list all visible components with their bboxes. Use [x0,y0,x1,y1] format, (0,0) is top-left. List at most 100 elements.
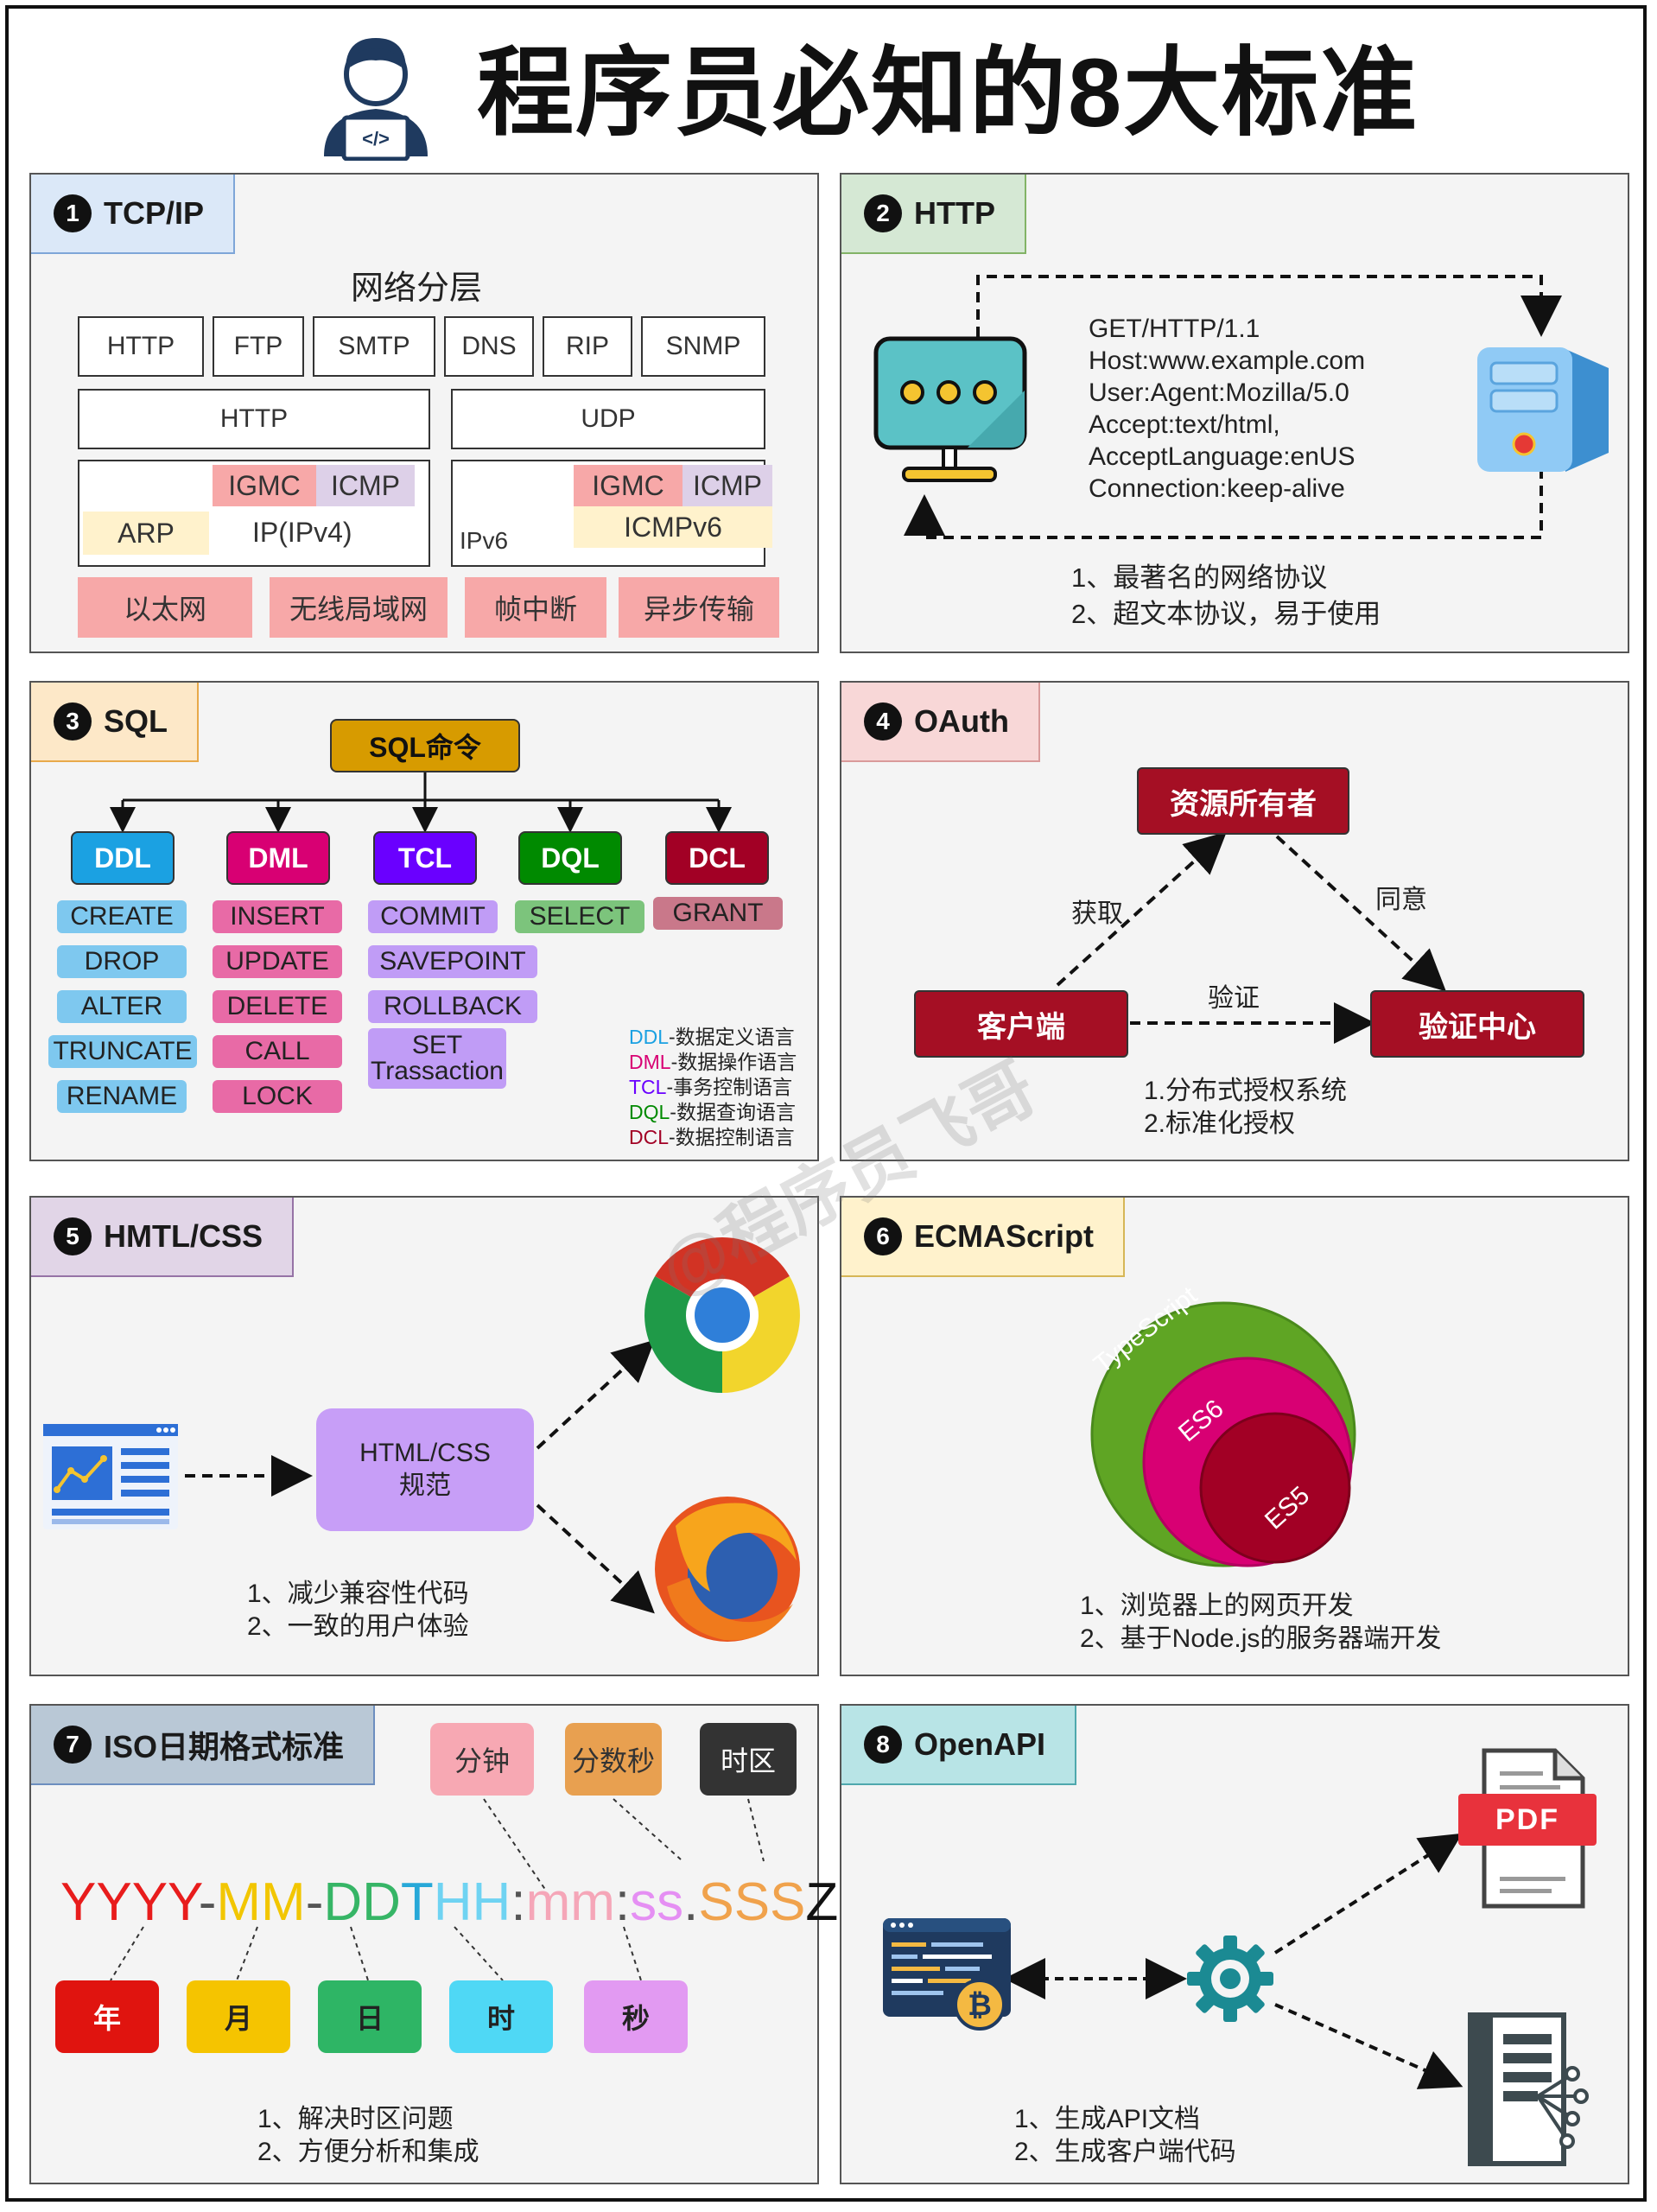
iso-format-segment: YYYY [60,1872,199,1932]
programmer-icon: </> [324,38,428,161]
ecma-notes: 1、浏览器上的网页开发 2、基于Node.js的服务器端开发 [1080,1590,1441,1656]
iso-format-segment: . [683,1872,699,1932]
request-line: User:Agent:Mozilla/5.0 [1089,378,1349,407]
panel-sql: 3 SQL SQL命令 DDL DML TCL DQL DCL CREATE D… [29,681,819,1161]
section-title: SQL [104,703,168,739]
sql-category-dql: DQL [518,831,622,885]
section-number: 7 [54,1726,92,1764]
transport-udp: UDP [451,389,765,449]
panel-tag: 6 ECMAScript [841,1198,1126,1277]
sql-category-dcl: DCL [665,831,769,885]
panel-tag: 3 SQL [31,683,200,762]
header: </> 程序员必知的8大标准 [0,17,1657,161]
api-spec-document-icon [1468,2012,1589,2166]
iso-format-segment: MM [216,1872,306,1932]
oauth-flow-arrows [1056,831,1446,1044]
section-title: ISO日期格式标准 [104,1729,345,1764]
link-wlan: 无线局域网 [270,577,448,638]
code-window-bitcoin-icon: ₿ [883,1918,1011,2031]
note-line: 1、减少兼容性代码 [247,1580,469,1608]
panel-openapi: 8 OpenAPI ₿ [840,1704,1629,2184]
sql-command: CREATE [57,900,187,933]
ecma-venn [1090,1301,1356,1567]
panel-tag: 1 TCP/IP [31,175,236,254]
client-monitor-icon [873,336,1027,482]
iso-format-string: YYYY-MM-DDTHH:mm:ss.SSSZ [60,1872,838,1933]
iso-format-segment: SSS [698,1872,806,1932]
legend-row: TCL-事务控制语言 [629,1076,793,1098]
ipv4-label: IP(IPv4) [252,517,352,548]
sql-command: LOCK [213,1080,342,1113]
iso-unit-day: 日 [318,1980,422,2053]
legend-row: DDL-数据定义语言 [629,1026,795,1048]
app-layer-http: HTTP [78,316,204,377]
htmlcss-notes: 1、减少兼容性代码 2、一致的用户体验 [247,1578,469,1643]
openapi-notes: 1、生成API文档 2、生成客户端代码 [1014,2103,1236,2169]
app-layer-dns: DNS [444,316,534,377]
oauth-auth-center: 验证中心 [1370,990,1584,1058]
request-line: GET/HTTP/1.1 [1089,315,1260,343]
app-layer-ftp: FTP [213,316,304,377]
iso-label-timezone: 时区 [700,1723,797,1796]
sql-category-dml: DML [226,831,330,885]
section-number: 8 [864,1726,902,1764]
sql-legend: DDL-数据定义语言 DML-数据操作语言 TCL-事务控制语言 DQL-数据查… [629,1025,797,1150]
section-title: OAuth [914,703,1009,739]
sql-category-ddl: DDL [71,831,175,885]
iso-unit-second: 秒 [584,1980,688,2053]
ipv6-igmc: IGMC [574,465,682,506]
oauth-notes: 1.分布式授权系统 2.标准化授权 [1144,1075,1347,1141]
iso-format-segment: - [305,1872,324,1932]
ipv6-icmp: ICMP [682,465,772,506]
sql-command: UPDATE [213,945,342,978]
panel-tag: 5 HMTL/CSS [31,1198,294,1277]
ipv6-label: IPv6 [460,527,509,554]
sql-command: ROLLBACK [368,990,537,1023]
request-line: Accept:text/html, [1089,410,1280,439]
section-title: OpenAPI [914,1726,1046,1762]
section-number: 4 [864,702,902,741]
link-async: 异步传输 [619,577,779,638]
panel-tcpip: 1 TCP/IP 网络分层 HTTP FTP SMTP DNS RIP SNMP… [29,173,819,653]
section-number: 6 [864,1217,902,1255]
iso-format-segment: : [614,1872,631,1932]
sql-command: DROP [57,945,187,978]
request-line: AcceptLanguage:enUS [1089,442,1355,471]
http-notes: 1、最著名的网络协议 2、超文本协议，易于使用 [1071,560,1381,632]
iso-format-segment: HH [433,1872,511,1932]
page-frame [5,5,1647,2202]
iso-format-segment: ss [630,1872,684,1932]
ipv4-arp: ARP [83,512,209,555]
pdf-label: PDF [1458,1794,1597,1846]
note-line: 2、一致的用户体验 [247,1612,469,1641]
iso-format-segment: Z [805,1872,839,1932]
sql-command: ALTER [57,990,187,1023]
http-request-text: GET/HTTP/1.1 Host:www.example.com User:A… [1089,313,1365,505]
iso-format-segment: T [400,1872,434,1932]
htmlcss-spec-box: HTML/CSS 规范 [316,1408,534,1531]
svg-text:₿: ₿ [968,1989,992,2022]
iso-label-minute: 分钟 [430,1723,534,1796]
iso-notes: 1、解决时区问题 2、方便分析和集成 [257,2103,479,2169]
section-title: TCP/IP [104,195,205,231]
section-number: 3 [54,702,92,741]
legend-row: DQL-数据查询语言 [629,1101,796,1123]
panel-http: 2 HTTP GET/HTTP/1.1 Host:www.example.com… [840,173,1629,653]
link-frame-relay: 帧中断 [465,577,606,638]
iso-format-segment: : [511,1872,526,1932]
sql-tree-lines [110,772,732,833]
sql-command: SAVEPOINT [368,945,537,978]
iso-format-segment: - [198,1872,217,1932]
panel-ecma: 6 ECMAScript TypeScript ES6 ES5 1、浏览器上的网… [840,1196,1629,1676]
htmlcss-arrows [185,1339,655,1614]
layer-heading: 网络分层 [351,270,483,307]
section-number: 5 [54,1217,92,1255]
sql-command: COMMIT [368,900,498,933]
app-layer-rip: RIP [543,316,632,377]
sql-command: RENAME [57,1080,187,1113]
section-title: HTTP [914,195,995,231]
iso-connector-lines [110,1798,765,1981]
app-layer-smtp: SMTP [313,316,435,377]
iso-label-fraction: 分数秒 [565,1723,662,1796]
link-ethernet: 以太网 [78,577,252,638]
